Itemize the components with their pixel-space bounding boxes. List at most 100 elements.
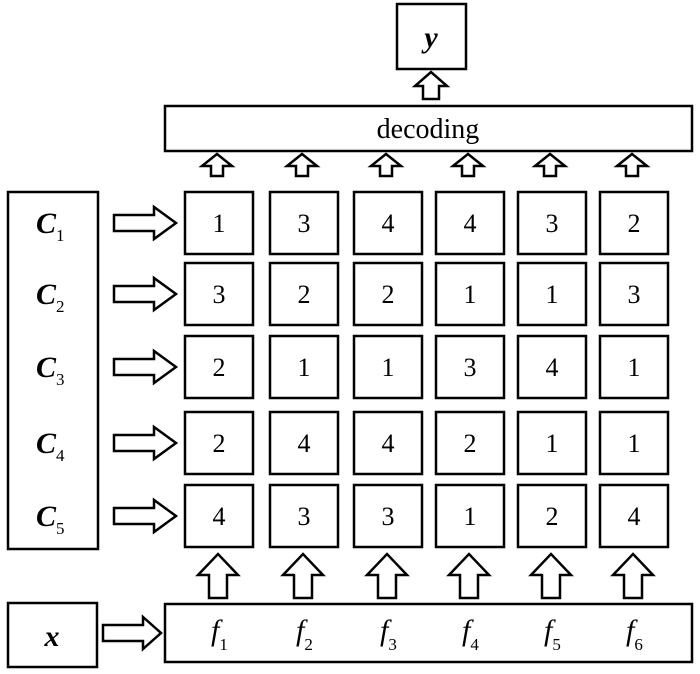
matrix-cell: 4: [434, 190, 506, 256]
matrix-cell-box: [516, 410, 588, 476]
matrix-cell: 1: [434, 483, 506, 549]
matrix-cell: 4: [268, 410, 340, 476]
matrix-cell: 4: [352, 190, 424, 256]
classifier-subscript: 5: [56, 519, 65, 538]
classifier-label: C1: [36, 207, 65, 245]
matrix-cell: 3: [352, 483, 424, 549]
matrix-cell-value: 1: [213, 209, 226, 238]
classifier-label: C3: [36, 351, 65, 389]
matrix-cell: 3: [598, 261, 670, 327]
output-node: y: [395, 2, 468, 71]
output-label: y: [421, 21, 438, 54]
matrix-cell-box: [598, 483, 670, 549]
feature-column-arrow: [195, 552, 241, 600]
matrix-cell: 3: [268, 483, 340, 549]
matrix-cell-value: 1: [628, 429, 641, 458]
matrix-cell-box: [434, 334, 506, 400]
matrix-cell: 4: [183, 483, 255, 549]
matrix-cell-value: 2: [298, 280, 311, 309]
feature-subscript: 2: [304, 635, 313, 654]
matrix-cell-value: 2: [382, 280, 395, 309]
matrix-cell-value: 2: [464, 429, 477, 458]
column-decoding-arrow: [367, 152, 405, 178]
column-to-decoding-arrows: [198, 152, 651, 178]
matrix-cell-box: [516, 334, 588, 400]
input-node: x: [6, 601, 99, 669]
matrix-cell-box: [183, 483, 255, 549]
matrix-cell-box: [598, 410, 670, 476]
matrix-cell-box: [352, 410, 424, 476]
column-decoding-arrow: [531, 152, 569, 178]
classifier-row-arrow: [112, 497, 179, 535]
feature-subscript: 3: [388, 635, 397, 654]
feature-column-arrow: [446, 552, 492, 600]
matrix-cell-value: 2: [628, 209, 641, 238]
matrix-cell-box: [434, 410, 506, 476]
classifier-letter: C: [36, 278, 57, 311]
input-to-features-arrow: [101, 614, 163, 652]
matrix-cell-box: [183, 190, 255, 256]
output-box: [395, 2, 468, 71]
matrix-cell-value: 3: [628, 280, 641, 309]
matrix-cell: 1: [434, 261, 506, 327]
matrix-cell-value: 1: [546, 280, 559, 309]
matrix-cell: 4: [598, 483, 670, 549]
matrix-cell-box: [352, 483, 424, 549]
column-decoding-arrow: [613, 152, 651, 178]
column-decoding-arrow: [283, 152, 321, 178]
matrix-cell-box: [352, 261, 424, 327]
classifier-subscript: 1: [56, 226, 65, 245]
feature-subscript: 1: [219, 635, 228, 654]
matrix-cell: 2: [268, 261, 340, 327]
feature-column-arrow: [610, 552, 656, 600]
matrix-cell: 2: [434, 410, 506, 476]
matrix-cell: 3: [516, 190, 588, 256]
classifier-row-arrow: [112, 275, 179, 313]
feature-subscript: 4: [470, 635, 479, 654]
matrix-cell-box: [183, 261, 255, 327]
feature-column-arrow: [280, 552, 326, 600]
matrix-cell-value: 4: [298, 429, 311, 458]
matrix-cell-value: 1: [464, 502, 477, 531]
matrix-cell-value: 2: [213, 353, 226, 382]
feature-subscript: 6: [634, 635, 643, 654]
matrix-cell-value: 3: [298, 502, 311, 531]
feature-subscript: 5: [552, 635, 561, 654]
matrix-cell-value: 2: [213, 429, 226, 458]
classifier-row-arrow: [112, 424, 179, 462]
matrix-cell-value: 4: [464, 209, 477, 238]
matrix-cell: 2: [352, 261, 424, 327]
matrix-cell-value: 1: [464, 280, 477, 309]
classifier-subscript: 4: [56, 446, 65, 465]
matrix-cell-box: [598, 334, 670, 400]
classifier-row-arrow: [112, 204, 179, 242]
matrix-cell-value: 4: [213, 502, 226, 531]
matrix-cell-value: 4: [382, 429, 395, 458]
matrix-cell-value: 3: [464, 353, 477, 382]
input-label: x: [44, 620, 60, 653]
matrix-cell-box: [268, 410, 340, 476]
matrix-cell: 1: [598, 334, 670, 400]
matrix-cell: 3: [434, 334, 506, 400]
matrix-cell: 4: [352, 410, 424, 476]
matrix-cell: 2: [183, 410, 255, 476]
matrix-cell-box: [598, 261, 670, 327]
classifier-letter: C: [36, 351, 57, 384]
matrix-cell-value: 3: [382, 502, 395, 531]
matrix-cell-box: [352, 334, 424, 400]
matrix-cell-box: [268, 483, 340, 549]
matrix-cell-box: [183, 334, 255, 400]
matrix-cell-value: 3: [298, 209, 311, 238]
feature-to-column-arrows: [195, 552, 656, 600]
matrix-cell-box: [434, 261, 506, 327]
matrix-cell-value: 1: [628, 353, 641, 382]
matrix-cell-value: 4: [382, 209, 395, 238]
matrix-cell: 1: [352, 334, 424, 400]
feature-column-arrow: [364, 552, 410, 600]
matrix-cell-value: 2: [546, 502, 559, 531]
feature-bar: [163, 602, 694, 664]
classifier-letter: C: [36, 207, 57, 240]
matrix-cell-box: [516, 261, 588, 327]
classifier-subscript: 3: [56, 370, 65, 389]
